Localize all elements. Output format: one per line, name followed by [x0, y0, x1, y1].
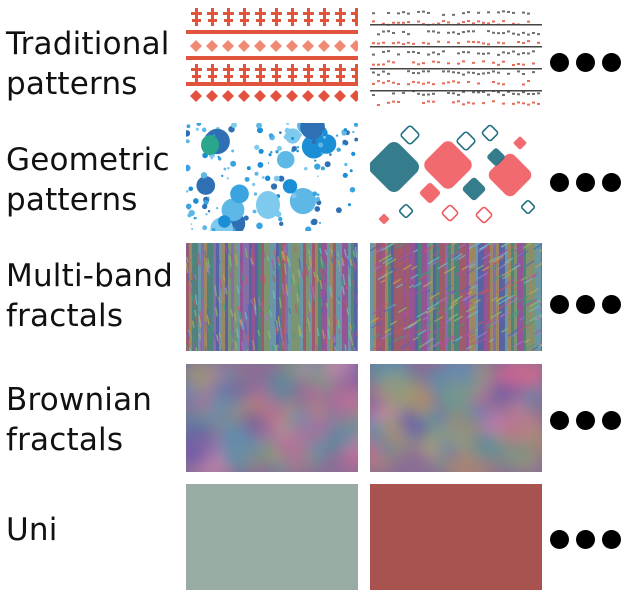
row-label-multiband: Multi-band fractals — [6, 256, 173, 336]
row-label-brownian: Brownian fractals — [6, 380, 152, 460]
uniform-color-tile-2 — [370, 484, 542, 590]
label-line: Geometric — [6, 142, 170, 178]
label-line: Multi-band — [6, 258, 173, 294]
more-ellipsis — [550, 530, 622, 550]
geometric-pattern-image — [370, 123, 542, 231]
geometric-pattern-image — [186, 123, 358, 231]
brownian-fractal-tile-1 — [186, 364, 358, 472]
row-label-geometric: Geometric patterns — [6, 140, 170, 220]
label-line: patterns — [6, 66, 138, 102]
label-line: Traditional — [6, 26, 170, 62]
more-ellipsis — [550, 173, 622, 193]
more-ellipsis — [550, 295, 622, 315]
uniform-color-tile-1 — [186, 484, 358, 590]
row-label-traditional: Traditional patterns — [6, 24, 170, 104]
multiband-fractal-image — [370, 243, 542, 351]
multiband-fractal-image — [186, 243, 358, 351]
label-line: patterns — [6, 182, 138, 218]
traditional-pattern-image — [370, 6, 542, 110]
more-ellipsis — [550, 411, 622, 431]
brownian-fractal-image — [186, 364, 358, 472]
multiband-fractal-tile-2 — [370, 243, 542, 351]
traditional-pattern-image — [186, 6, 358, 110]
row-label-uniform: Uni — [6, 510, 58, 550]
label-line: fractals — [6, 298, 124, 334]
label-line: Uni — [6, 512, 58, 548]
traditional-pattern-tile-1 — [186, 6, 358, 110]
brownian-fractal-image — [370, 364, 542, 472]
brownian-fractal-tile-2 — [370, 364, 542, 472]
traditional-pattern-tile-2 — [370, 6, 542, 110]
more-ellipsis — [550, 53, 622, 73]
label-line: fractals — [6, 422, 124, 458]
geometric-pattern-tile-1 — [186, 123, 358, 231]
geometric-pattern-tile-2 — [370, 123, 542, 231]
label-line: Brownian — [6, 382, 153, 418]
multiband-fractal-tile-1 — [186, 243, 358, 351]
